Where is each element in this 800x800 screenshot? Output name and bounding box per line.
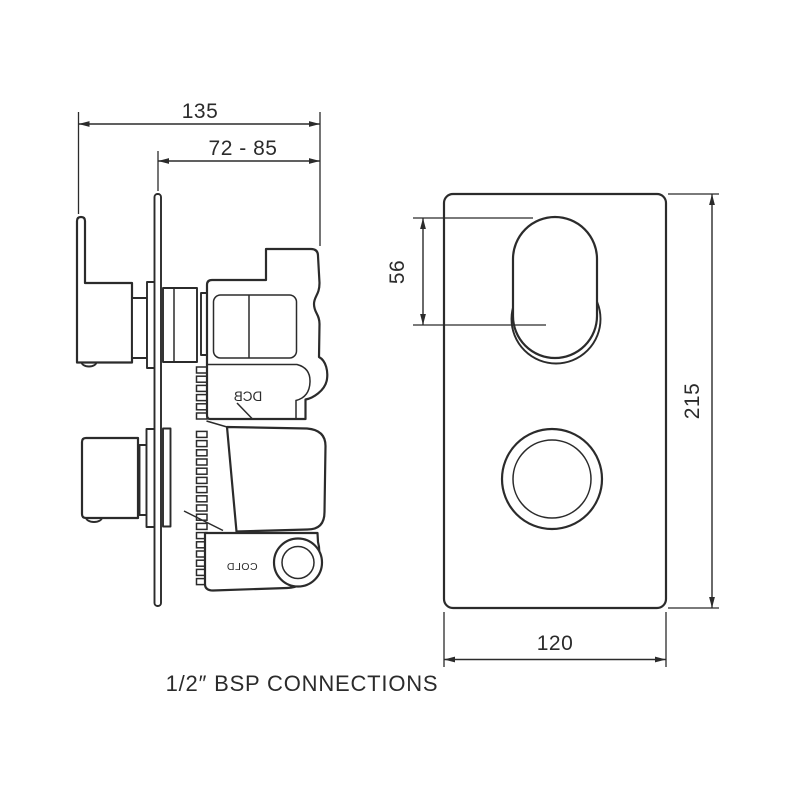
dim-120-label: 120	[537, 632, 574, 655]
cold-inlet-marking: COLD	[226, 561, 257, 573]
lever-handle	[75, 215, 134, 364]
flow-knob-ring-inner	[512, 439, 592, 519]
thread-rib	[195, 366, 208, 374]
valve-body-upper	[205, 247, 329, 421]
thread-rib	[195, 430, 208, 439]
thread-rib	[195, 375, 208, 383]
caption: 1/2″ BSP CONNECTIONS	[166, 671, 439, 696]
body-detail-line	[236, 402, 253, 420]
lever-hub	[131, 297, 148, 359]
thread-rib	[195, 504, 208, 512]
thread-rib	[195, 393, 208, 402]
thread-rib	[195, 476, 208, 485]
thread-rib	[195, 449, 208, 457]
front-plate	[442, 192, 668, 610]
cartridge-marking: DCB	[234, 389, 263, 404]
thread-rib	[195, 439, 208, 448]
dim-56-label: 56	[386, 260, 409, 284]
knob-escutcheon	[145, 428, 156, 528]
side-view: 135 72 - 85 D	[75, 100, 329, 607]
thread-rib	[195, 403, 208, 411]
flow-knob-ring-outer	[500, 427, 604, 531]
front-view: 56 215 120	[386, 192, 719, 667]
thread-rib	[195, 467, 208, 475]
thread-rib	[195, 384, 208, 393]
body-connector-line	[206, 420, 228, 428]
flow-knob	[80, 436, 140, 520]
dim-215: 215	[668, 193, 719, 609]
upper-spindle-block	[162, 287, 198, 363]
cold-inlet-ring-outer	[272, 537, 324, 588]
dim-72-85-label: 72 - 85	[209, 137, 278, 160]
cartridge-skirt	[207, 363, 311, 419]
thread-rib	[195, 495, 208, 503]
valve-body-middle	[225, 425, 327, 533]
cold-inlet-ring-inner	[281, 545, 315, 580]
outlet-pipe-line	[183, 510, 224, 532]
dim-135: 135	[77, 100, 321, 246]
thread-rib	[195, 485, 208, 494]
dim-72-85: 72 - 85	[157, 137, 320, 191]
thread-rib	[195, 522, 208, 531]
cartridge-housing	[212, 294, 298, 359]
knob-collar	[138, 444, 148, 516]
lower-spindle-block	[162, 427, 172, 528]
thread-rib	[195, 458, 208, 466]
wall-plate-side	[153, 193, 162, 607]
dim-56: 56	[386, 217, 546, 326]
thread-rib	[195, 412, 208, 420]
dim-215-label: 215	[681, 383, 704, 420]
lever-handle-front	[511, 215, 599, 360]
dim-135-label: 135	[182, 100, 219, 123]
dim-120: 120	[443, 612, 667, 667]
